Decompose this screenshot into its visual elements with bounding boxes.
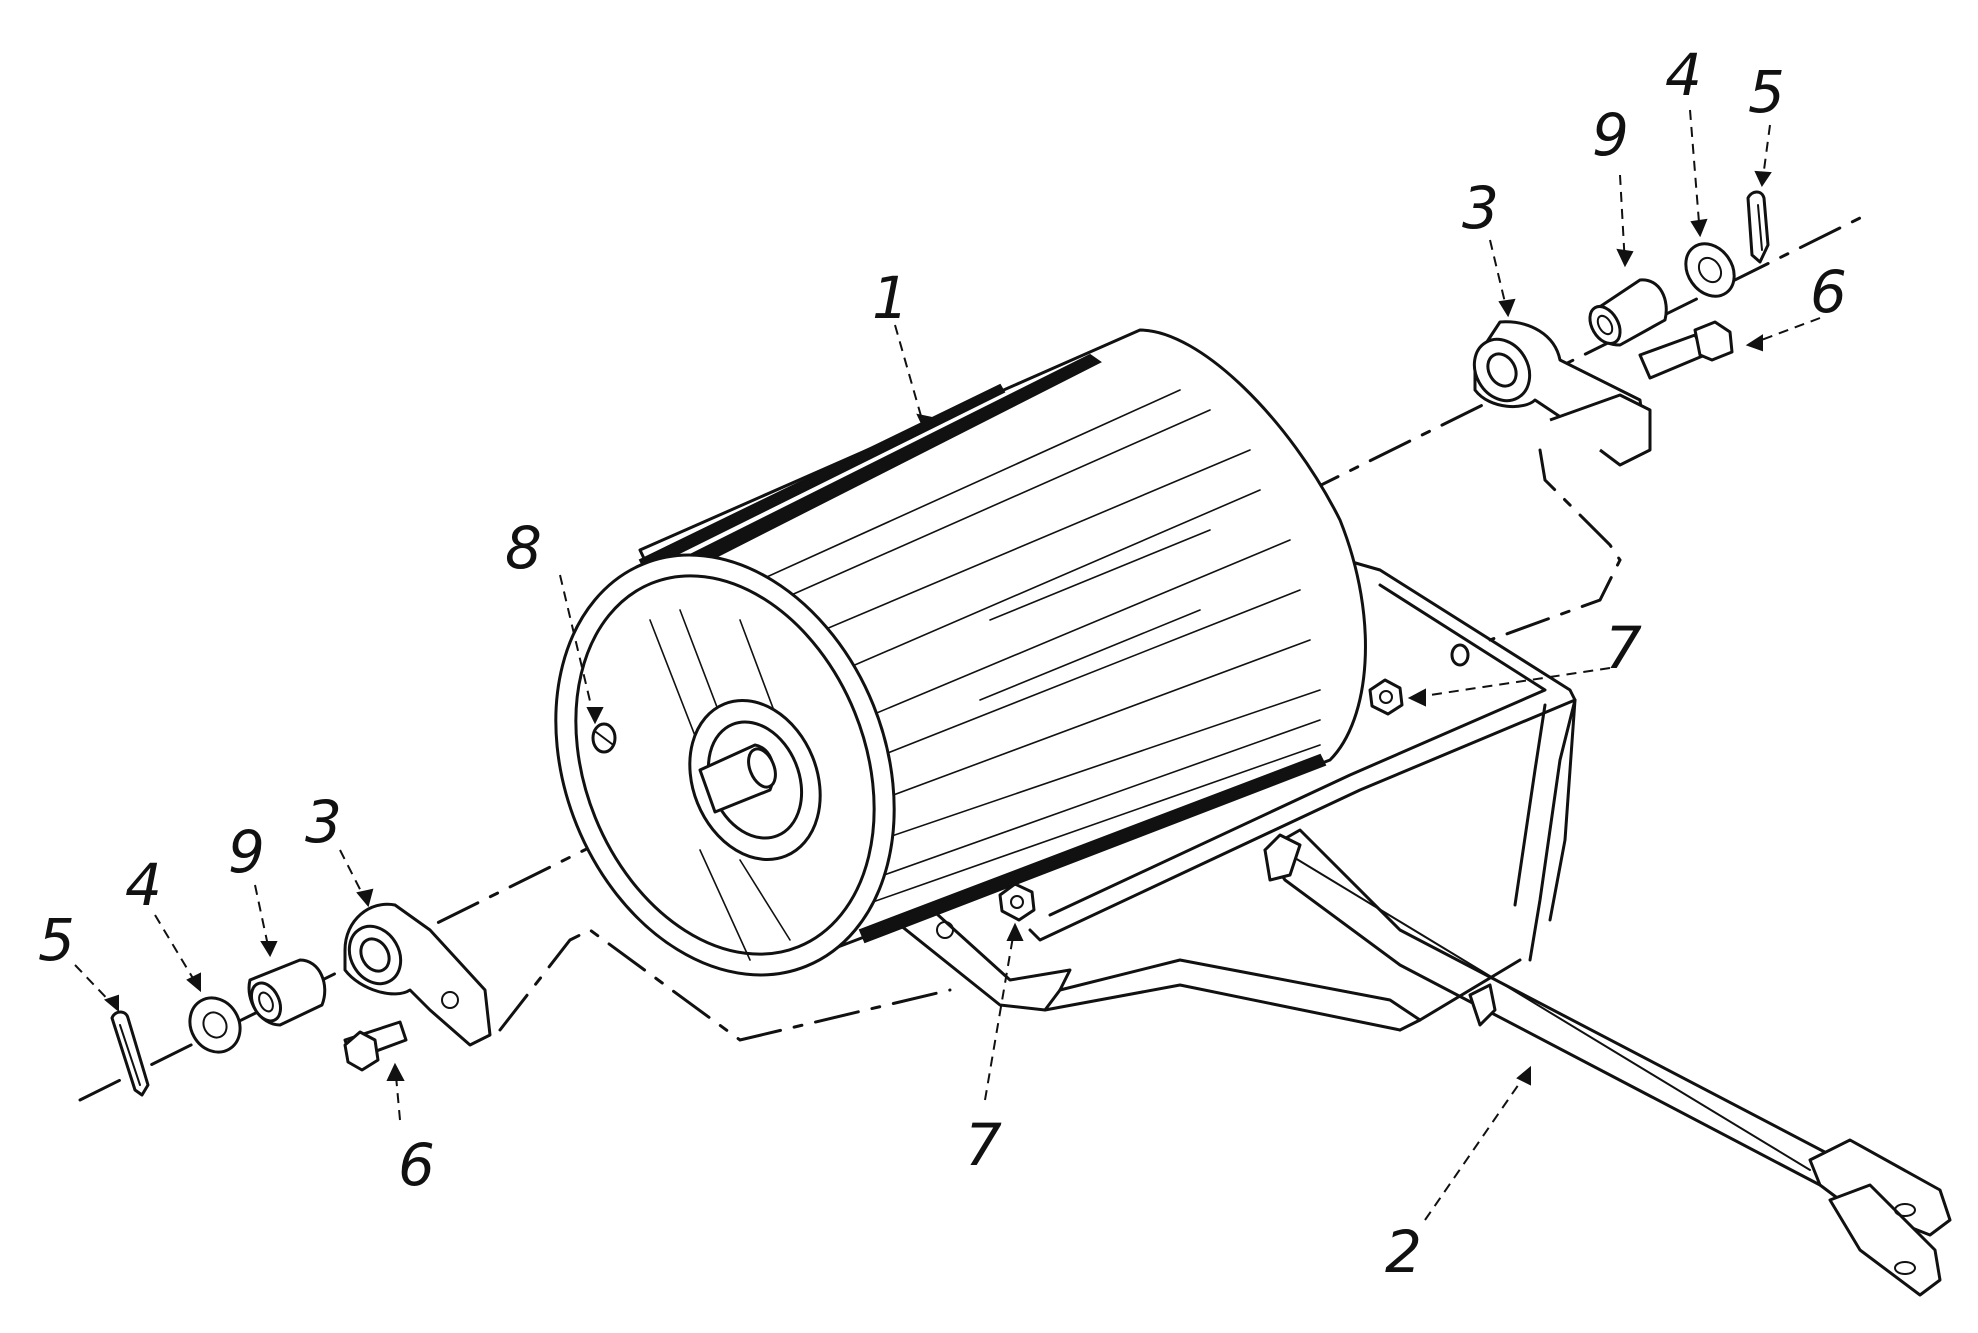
callout-bolt-left: 6	[398, 1131, 435, 1199]
filler-plug	[591, 722, 617, 754]
bearing-bracket-left	[343, 902, 492, 1047]
callout-frame: 2	[1385, 1218, 1422, 1286]
leader-lines	[74, 109, 1821, 1221]
callout-plug: 8	[505, 514, 542, 582]
bushing-right	[1588, 278, 1668, 347]
bushing-left	[247, 958, 327, 1027]
callout-bushing-left: 9	[228, 818, 265, 886]
washer-right	[1684, 242, 1736, 298]
washer-left	[188, 996, 242, 1054]
callout-cotter-pin-right: 5	[1748, 58, 1785, 126]
bolt-right	[1638, 320, 1734, 380]
roller-drum	[554, 328, 1367, 977]
callout-cotter-pin-left: 5	[38, 906, 75, 974]
nut-right	[1368, 643, 1470, 716]
callout-labels: 1 2 3 3 4 4 5 5 6 6 7 7 8 9 9	[38, 41, 1847, 1286]
callout-roller: 1	[872, 264, 909, 332]
bolt-left	[343, 1020, 408, 1072]
cotter-pin-left	[110, 1010, 150, 1097]
callout-bushing-right: 9	[1592, 101, 1629, 169]
callout-washer-right: 4	[1665, 41, 1702, 109]
callout-nut-left: 7	[965, 1111, 1002, 1179]
assembly-path-lines	[498, 448, 1622, 1042]
callout-nut-right: 7	[1605, 614, 1642, 682]
nut-left	[998, 882, 1036, 922]
callout-washer-left: 4	[125, 851, 162, 919]
cotter-pin-right	[1746, 190, 1770, 264]
drum-shading	[759, 389, 1321, 911]
callout-bolt-right: 6	[1810, 258, 1847, 326]
bearing-bracket-right	[1472, 320, 1652, 467]
callout-bracket-left: 3	[305, 788, 342, 856]
callout-bracket-right: 3	[1462, 174, 1499, 242]
